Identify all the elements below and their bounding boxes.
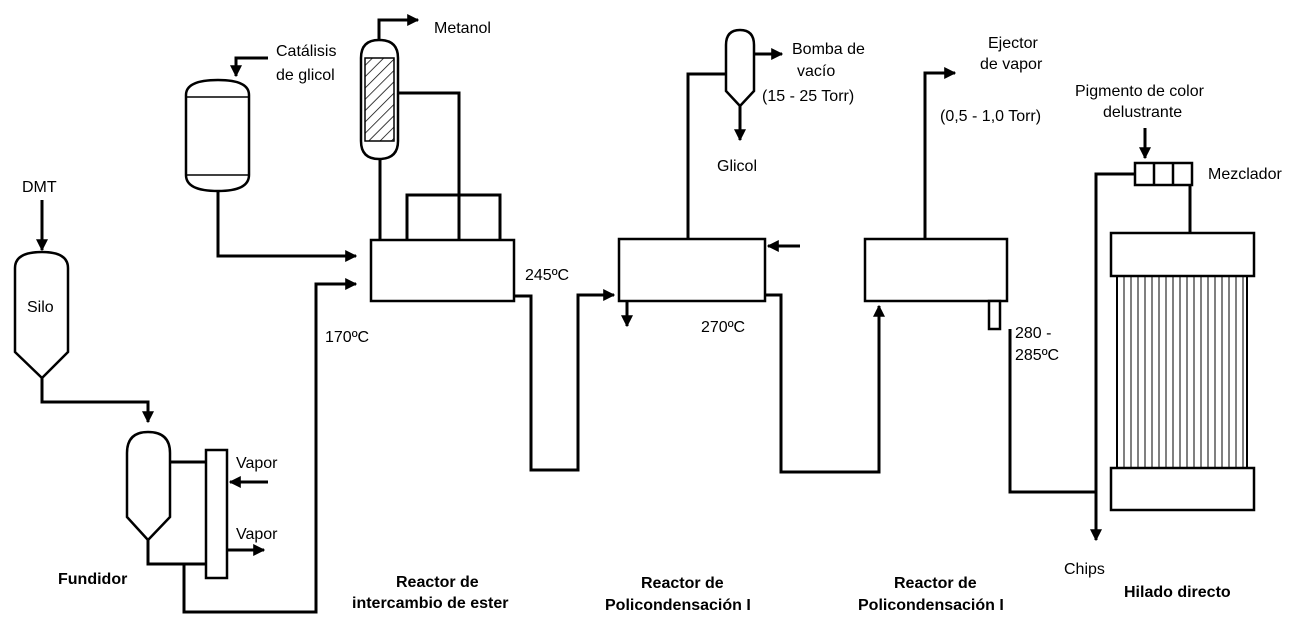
reactor-ester-to-poli1-line bbox=[514, 289, 616, 472]
bomba-label-2: vacío bbox=[797, 63, 835, 80]
glicol-separator bbox=[724, 28, 756, 108]
temp-245-label: 245ºC bbox=[525, 267, 569, 284]
vapor-in-label: Vapor bbox=[236, 455, 278, 472]
pigmento-label-1: Pigmento de color bbox=[1075, 83, 1205, 100]
hilado-filament-bundle bbox=[1123, 276, 1244, 468]
ejector-vacuum-line bbox=[923, 67, 957, 239]
dmt-label: DMT bbox=[22, 179, 57, 196]
silo-label: Silo bbox=[27, 299, 54, 316]
reactor-poli2-to-hilado-line bbox=[1008, 329, 1096, 494]
mezclador-unit bbox=[1133, 161, 1194, 187]
pigmento-label-2: delustrante bbox=[1103, 104, 1182, 121]
reactor-poli1-to-poli2-line bbox=[765, 293, 885, 474]
column-packing-hatch bbox=[364, 57, 395, 142]
temp-170-label: 170ºC bbox=[325, 329, 369, 346]
chips-label: Chips bbox=[1064, 561, 1105, 578]
ejector-label-2: de vapor bbox=[980, 56, 1043, 73]
fundidor-stage-label: Fundidor bbox=[58, 571, 127, 588]
fundidor-to-reactor-line bbox=[182, 278, 358, 614]
catalisis-feed-arrow bbox=[230, 56, 268, 78]
metanol-label: Metanol bbox=[434, 20, 491, 37]
hilado-top-header bbox=[1109, 231, 1256, 278]
column-reflux-line bbox=[398, 91, 461, 240]
ejector-label-1: Ejector bbox=[988, 35, 1038, 52]
mezclador-label: Mezclador bbox=[1208, 166, 1282, 183]
fundidor-vessel bbox=[125, 430, 172, 542]
vapor-out-label: Vapor bbox=[236, 526, 278, 543]
reactor-poli1-vacuum-line bbox=[686, 72, 725, 239]
reactor-ester-internal-loop bbox=[405, 193, 502, 240]
reactor-poli1-stage-label-1: Reactor de bbox=[641, 575, 724, 592]
fundidor-bottom-connection bbox=[146, 540, 206, 566]
reactor-ester-stage-label-2: intercambio de ester bbox=[352, 595, 509, 612]
bomba-label-3: (15 - 25 Torr) bbox=[762, 88, 854, 105]
reactor-poli1-stage-label-2: Policondensación I bbox=[605, 597, 751, 614]
reactor-poli2-stage-label-1: Reactor de bbox=[894, 575, 977, 592]
metanol-outlet-arrow bbox=[377, 14, 420, 40]
ejector-label-3: (0,5 - 1,0 Torr) bbox=[940, 108, 1041, 125]
silo-to-fundidor-line bbox=[40, 378, 154, 424]
hilado-stage-label: Hilado directo bbox=[1124, 584, 1231, 601]
silo-vessel bbox=[13, 250, 70, 380]
reactor-policondensacion-2 bbox=[863, 237, 1009, 303]
temp-280-label-1: 280 - bbox=[1015, 325, 1051, 342]
bomba-label-1: Bomba de bbox=[792, 41, 865, 58]
catalisis-to-reactor-line bbox=[216, 191, 358, 262]
hilado-bottom-header bbox=[1109, 466, 1256, 512]
chips-outlet-line bbox=[1090, 172, 1135, 542]
reactor-policondensacion-1 bbox=[617, 237, 767, 303]
reactor-poli2-outlet-nozzle bbox=[987, 299, 1002, 331]
reactor-poli2-stage-label-2: Policondensación I bbox=[858, 597, 1004, 614]
reactor-ester-stage-label-1: Reactor de bbox=[396, 574, 479, 591]
catalisis-label-1: Catálisis bbox=[276, 43, 336, 60]
reactor-intercambio-ester bbox=[369, 238, 516, 303]
temp-270-label: 270ºC bbox=[701, 319, 745, 336]
temp-280-label-2: 285ºC bbox=[1015, 347, 1059, 364]
glicol-label: Glicol bbox=[717, 158, 757, 175]
catalisis-label-2: de glicol bbox=[276, 67, 335, 84]
fundidor-heat-exchanger bbox=[204, 448, 229, 580]
